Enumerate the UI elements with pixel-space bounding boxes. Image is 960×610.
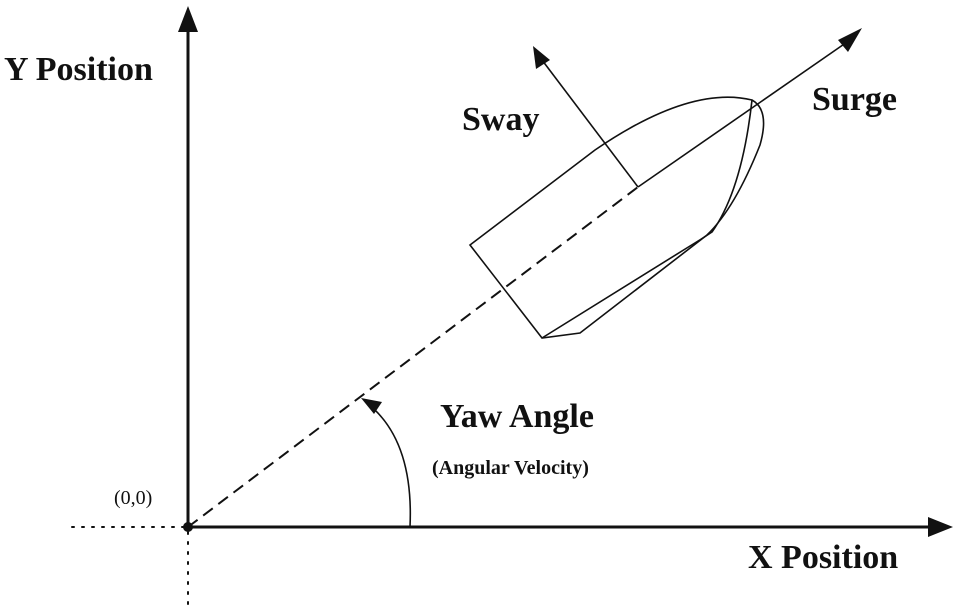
x-axis-arrowhead: [928, 517, 953, 537]
sway-vector-line: [541, 59, 639, 188]
surge-vector-line: [637, 39, 851, 188]
hull-outline: [468, 96, 765, 339]
yaw-angle-label: Yaw Angle: [440, 398, 594, 435]
y-axis-arrowhead: [178, 6, 198, 32]
vessel-hull: [468, 96, 765, 339]
yaw-arc-arrowhead: [361, 398, 382, 414]
y-axis-label: Y Position: [4, 51, 153, 88]
sway-arrowhead: [533, 46, 550, 69]
hull-side-edge: [541, 99, 753, 339]
x-axis-label: X Position: [748, 539, 898, 576]
yaw-angle-arc: [366, 402, 412, 528]
yaw-angle-sublabel: (Angular Velocity): [432, 457, 589, 479]
surge-label: Surge: [812, 81, 897, 118]
origin-label: (0,0): [114, 487, 152, 509]
sway-label: Sway: [462, 101, 539, 138]
surge-arrowhead: [838, 28, 862, 52]
